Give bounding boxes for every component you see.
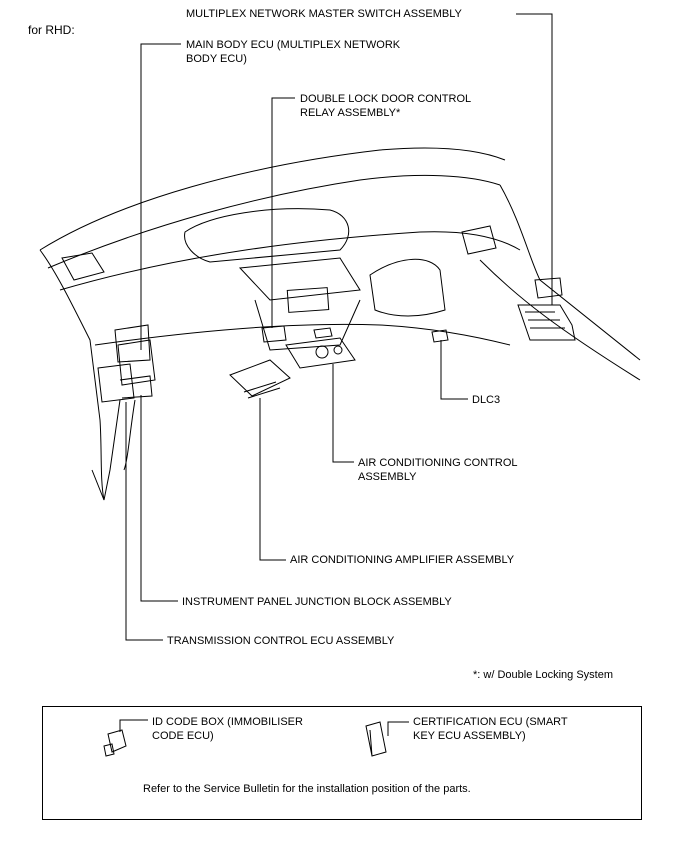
- leader-junction-block: [140, 395, 178, 602]
- dash-lower-outline: [94, 323, 511, 346]
- label-line: MAIN BODY ECU (MULTIPLEX NETWORK: [186, 39, 401, 51]
- main-body-ecu: [117, 339, 156, 386]
- label-line: ASSEMBLY: [358, 471, 417, 483]
- right-door: [479, 259, 641, 381]
- leader-multiplex-switch: [516, 13, 553, 305]
- label-line: AIR CONDITIONING CONTROL: [358, 457, 518, 469]
- label-junction-block: INSTRUMENT PANEL JUNCTION BLOCK ASSEMBLY: [182, 596, 452, 608]
- dash-face-outline: [59, 231, 521, 291]
- switch-assembly: [517, 304, 576, 341]
- label-double-lock-relay: DOUBLE LOCK DOOR CONTROL RELAY ASSEMBLY*: [300, 92, 471, 120]
- legend-note: Refer to the Service Bulletin for the in…: [143, 783, 471, 795]
- leader-certification-ecu: [387, 721, 409, 736]
- glovebox: [369, 258, 446, 317]
- label-transmission-ecu: TRANSMISSION CONTROL ECU ASSEMBLY: [167, 635, 395, 647]
- label-line: ID CODE BOX (IMMOBILISER: [152, 716, 303, 728]
- center-hood: [238, 257, 361, 301]
- label-line: CODE ECU): [152, 730, 214, 742]
- certification-ecu-icon: [365, 721, 387, 757]
- center-stack: [254, 299, 361, 351]
- leader-dlc3: [440, 340, 468, 400]
- display-screen: [286, 287, 330, 313]
- label-dlc3: DLC3: [472, 394, 501, 406]
- dash-left-end: [39, 249, 105, 501]
- ac-control-panel: [285, 337, 356, 369]
- label-line: DOUBLE LOCK DOOR CONTROL: [300, 93, 472, 105]
- leader-transmission-ecu: [125, 402, 163, 641]
- left-vent: [61, 252, 105, 281]
- label-line: BODY ECU): [186, 53, 247, 65]
- label-ac-control: AIR CONDITIONING CONTROL ASSEMBLY: [358, 456, 518, 484]
- legend-box: [42, 706, 642, 820]
- id-code-box-icon: [103, 729, 127, 757]
- label-line: RELAY ASSEMBLY*: [300, 107, 401, 119]
- label-id-code-box: ID CODE BOX (IMMOBILISER CODE ECU): [152, 715, 303, 743]
- label-main-body-ecu: MAIN BODY ECU (MULTIPLEX NETWORK BODY EC…: [186, 38, 400, 66]
- leader-ac-control: [332, 364, 354, 463]
- leader-double-lock-relay: [271, 97, 295, 328]
- label-line: CERTIFICATION ECU (SMART: [413, 716, 568, 728]
- meter-hood: [184, 208, 350, 263]
- double-lock-relay: [261, 325, 287, 343]
- label-multiplex-switch: MULTIPLEX NETWORK MASTER SWITCH ASSEMBLY: [186, 8, 462, 20]
- right-end: [499, 184, 641, 361]
- variant-label: for RHD:: [28, 23, 75, 37]
- dlc3-connector: [431, 329, 449, 343]
- label-certification-ecu: CERTIFICATION ECU (SMART KEY ECU ASSEMBL…: [413, 715, 568, 743]
- junction-block: [97, 363, 135, 403]
- leader-id-code-box: [119, 719, 148, 732]
- leader-ac-amplifier: [259, 398, 286, 561]
- footnote: *: w/ Double Locking System: [473, 669, 614, 681]
- dash-left-panel: [114, 324, 151, 363]
- label-ac-amplifier: AIR CONDITIONING AMPLIFIER ASSEMBLY: [290, 554, 515, 566]
- leader-main-body-ecu: [140, 43, 181, 350]
- dash-top-outline: [39, 147, 506, 251]
- right-vent: [461, 225, 497, 255]
- dash-top-outline-2: [47, 174, 501, 269]
- label-line: KEY ECU ASSEMBLY): [413, 730, 526, 742]
- ac-amplifier: [229, 359, 291, 397]
